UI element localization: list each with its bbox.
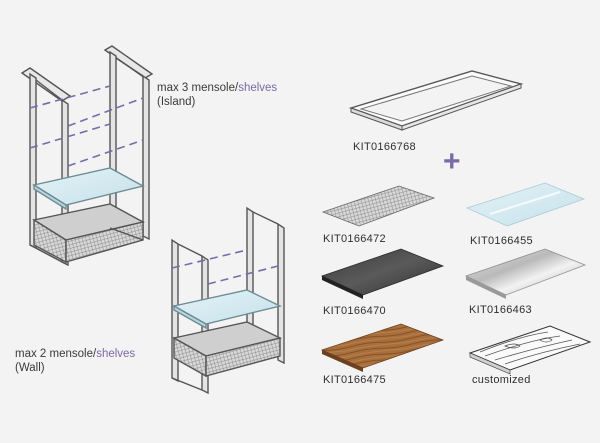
shelf-swatch-clear-glass: [465, 182, 586, 227]
kit-code-textured-grey: KIT0166472: [323, 233, 386, 245]
island-shelves-annotation: max 3 mensole/shelves (Island): [157, 81, 277, 109]
kit-code-dark-steel: KIT0166470: [323, 305, 386, 317]
island-max-shelves-text: max 3 mensole/: [157, 82, 239, 94]
kit-code-clear-glass: KIT0166455: [470, 235, 533, 247]
kit-code-brushed-metal: KIT0166463: [469, 304, 532, 316]
shelf-swatch-wood: [320, 323, 445, 372]
shelf-swatch-dark-steel: [320, 248, 445, 299]
wall-unit-illustration: [171, 206, 285, 395]
island-shelves-word: shelves: [238, 82, 278, 94]
shelf-swatch-brushed-metal: [464, 248, 587, 299]
plus-icon: +: [443, 145, 461, 178]
wall-max-shelves-text: max 2 mensole/: [15, 348, 97, 360]
wall-shelves-annotation: max 2 mensole/shelves (Wall): [15, 347, 135, 375]
wall-shelves-word: shelves: [96, 348, 136, 360]
frame-kit-illustration: [348, 70, 524, 131]
kit-code-custom: customized: [472, 374, 531, 386]
wall-type-text: (Wall): [15, 362, 45, 374]
frame-kit-code: KIT0166768: [353, 141, 416, 153]
kit-code-wood: KIT0166475: [323, 374, 386, 386]
shelf-swatch-textured-grey: [321, 185, 436, 227]
island-type-text: (Island): [157, 96, 196, 108]
island-shelf-guides: [29, 85, 144, 167]
shelf-swatch-custom-sketch: [468, 325, 592, 375]
wall-shelf-guides: [171, 249, 279, 285]
island-unit-illustration: [20, 45, 154, 267]
